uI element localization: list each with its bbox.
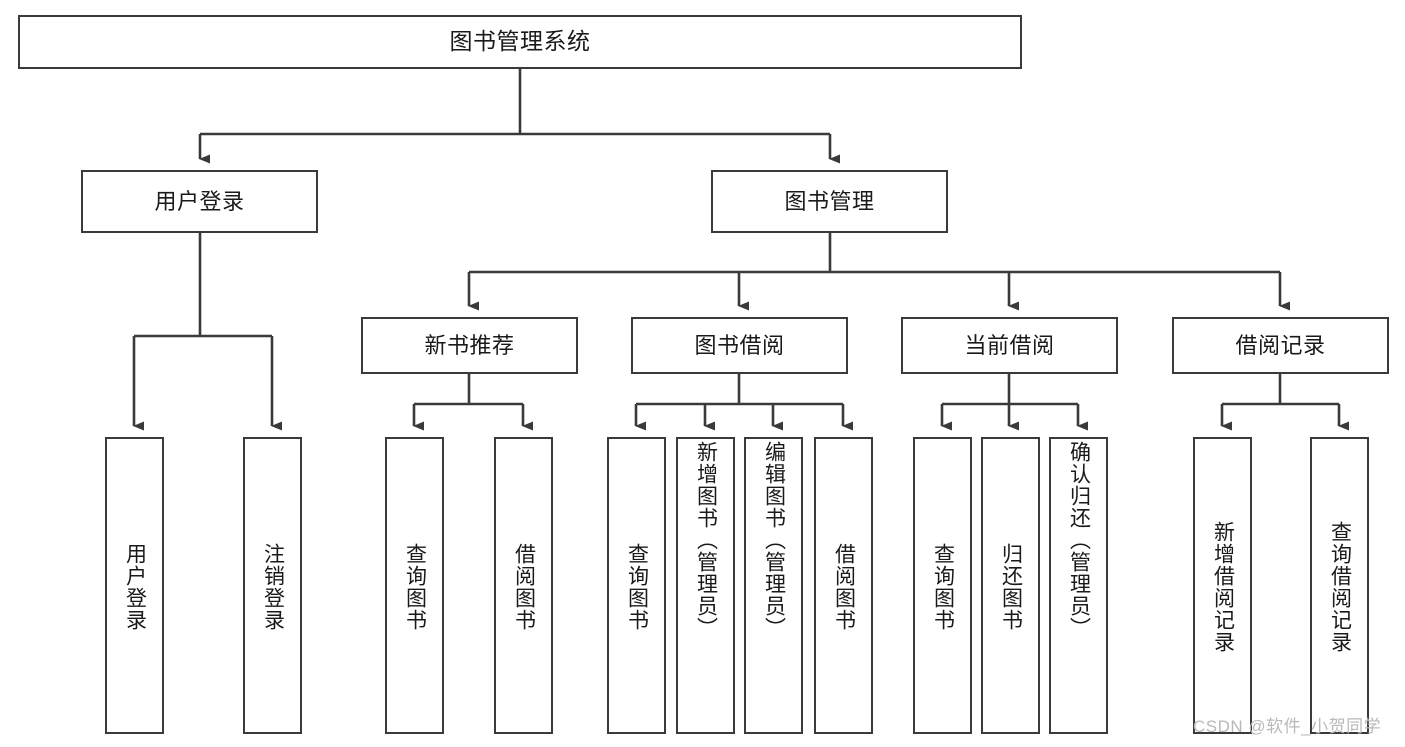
node-user-login[interactable]: 用户登录 [81, 170, 318, 233]
node-label: 新增借阅记录 [1211, 520, 1235, 653]
node-label: 新增图书（管理员） [694, 441, 718, 639]
node-label: 查询图书 [931, 542, 955, 631]
node-label: 用户登录 [154, 188, 245, 214]
node-label: 查询图书 [625, 542, 649, 631]
node-label: 新书推荐 [424, 332, 515, 358]
node-label: 借阅图书 [512, 542, 536, 631]
node-book-borrow[interactable]: 图书借阅 [631, 317, 848, 374]
leaf-query-book-recommend[interactable]: 查询图书 [385, 437, 444, 734]
node-label: 图书借阅 [694, 332, 785, 358]
node-root-book-management-system[interactable]: 图书管理系统 [18, 15, 1022, 69]
node-label: 图书管理 [784, 188, 875, 214]
leaf-query-book-borrow[interactable]: 查询图书 [607, 437, 666, 734]
node-book-management[interactable]: 图书管理 [711, 170, 948, 233]
node-label: 归还图书 [999, 542, 1023, 631]
leaf-user-login[interactable]: 用户登录 [105, 437, 164, 734]
node-new-book-recommend[interactable]: 新书推荐 [361, 317, 578, 374]
watermark-text: CSDN @软件_小贺同学 [1193, 717, 1382, 736]
node-borrow-record[interactable]: 借阅记录 [1172, 317, 1389, 374]
node-current-borrow[interactable]: 当前借阅 [901, 317, 1118, 374]
node-label: 当前借阅 [964, 332, 1055, 358]
leaf-borrow-book-borrow[interactable]: 借阅图书 [814, 437, 873, 734]
node-label: 编辑图书（管理员） [762, 441, 786, 639]
leaf-return-book[interactable]: 归还图书 [981, 437, 1040, 734]
node-label: 查询图书 [403, 542, 427, 631]
leaf-query-book-current[interactable]: 查询图书 [913, 437, 972, 734]
leaf-add-book-admin[interactable]: 新增图书（管理员） [676, 437, 735, 734]
node-label: 用户登录 [123, 542, 147, 631]
node-label: 图书管理系统 [449, 28, 591, 55]
node-label: 借阅图书 [832, 542, 856, 631]
leaf-add-borrow-record[interactable]: 新增借阅记录 [1193, 437, 1252, 734]
leaf-logout-login[interactable]: 注销登录 [243, 437, 302, 734]
leaf-query-borrow-record[interactable]: 查询借阅记录 [1310, 437, 1369, 734]
leaf-edit-book-admin[interactable]: 编辑图书（管理员） [744, 437, 803, 734]
node-label: 查询借阅记录 [1328, 520, 1352, 653]
leaf-borrow-book-recommend[interactable]: 借阅图书 [494, 437, 553, 734]
node-label: 借阅记录 [1235, 332, 1326, 358]
leaf-confirm-return-admin[interactable]: 确认归还（管理员） [1049, 437, 1108, 734]
node-label: 注销登录 [261, 542, 285, 631]
node-label: 确认归还（管理员） [1067, 441, 1091, 639]
